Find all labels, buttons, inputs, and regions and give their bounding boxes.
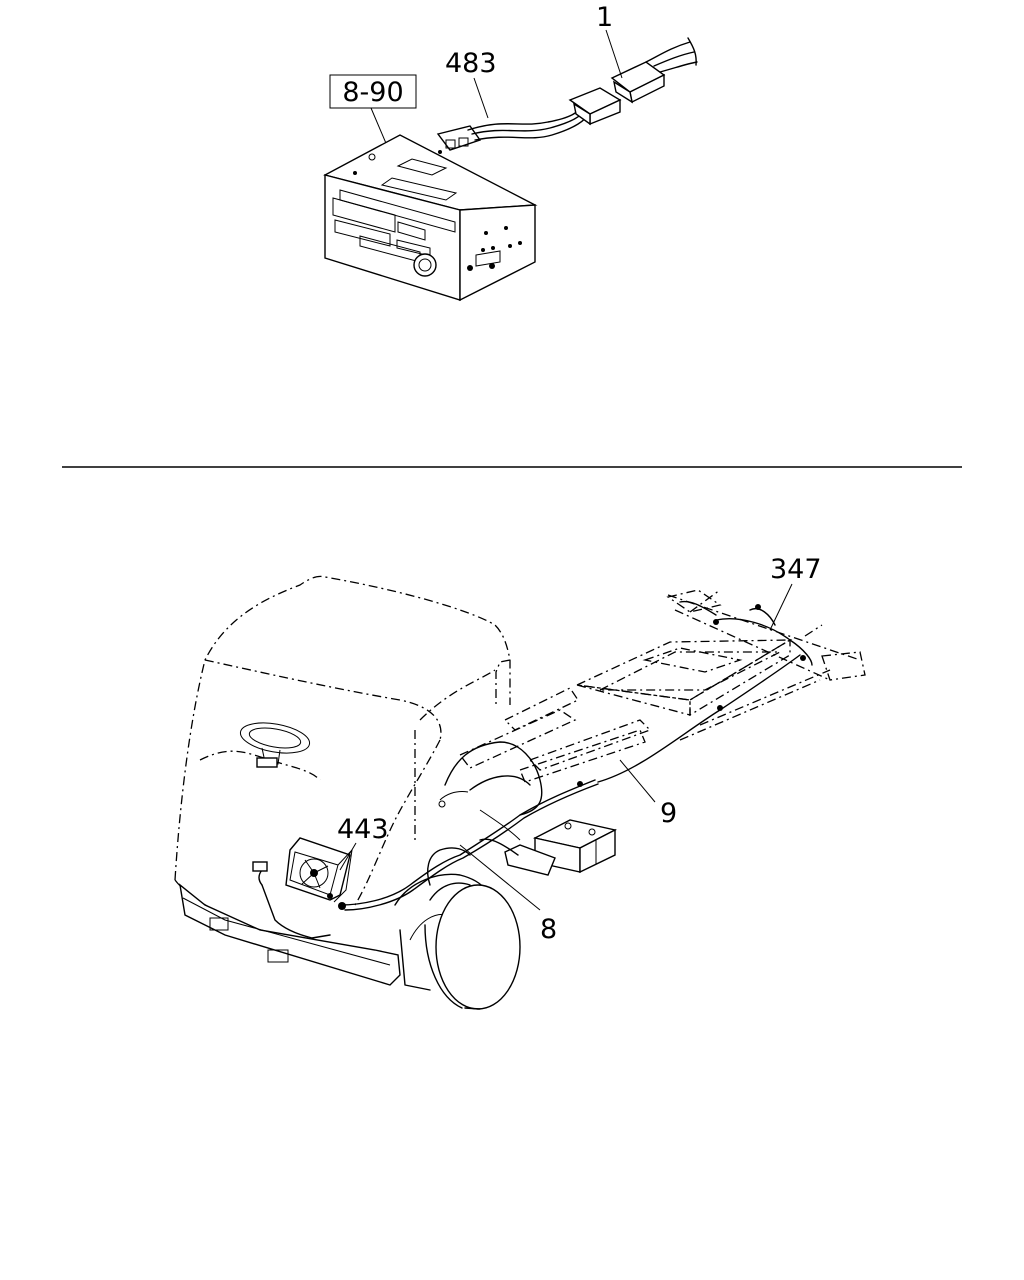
- radio-assembly: 8-90: [323, 2, 698, 302]
- battery: [532, 819, 618, 874]
- radio-harness-483: [436, 87, 622, 151]
- relay-block: [504, 844, 556, 876]
- ref-box-frame: [329, 74, 417, 109]
- truck-assembly: 347 9 443 8: [174, 554, 866, 1010]
- callout-443: 443: [337, 814, 389, 845]
- callout-9-leader: [619, 759, 656, 803]
- callout-347: 347: [770, 554, 822, 585]
- callout-9: 9: [660, 798, 677, 829]
- radio-knob: [413, 253, 437, 277]
- callout-347-leader: [769, 583, 793, 631]
- callout-443-leader: [339, 842, 357, 871]
- callout-8-leader: [459, 844, 541, 911]
- callout-1-leader: [605, 29, 623, 79]
- chassis-frame: [458, 589, 866, 783]
- wiring-harness: [252, 600, 813, 939]
- steering-wheel: [239, 722, 311, 768]
- ref-box-label: 8-90: [342, 77, 403, 108]
- front-wheel: [424, 882, 521, 1010]
- callout-1: 1: [596, 2, 613, 33]
- callout-8: 8: [540, 914, 557, 945]
- ref-box-leader: [370, 107, 389, 149]
- connector-1: [610, 37, 698, 104]
- callout-483-leader: [473, 77, 489, 119]
- callout-483: 483: [445, 48, 497, 79]
- radio-unit: [323, 134, 538, 302]
- radiator-fan: [285, 837, 353, 903]
